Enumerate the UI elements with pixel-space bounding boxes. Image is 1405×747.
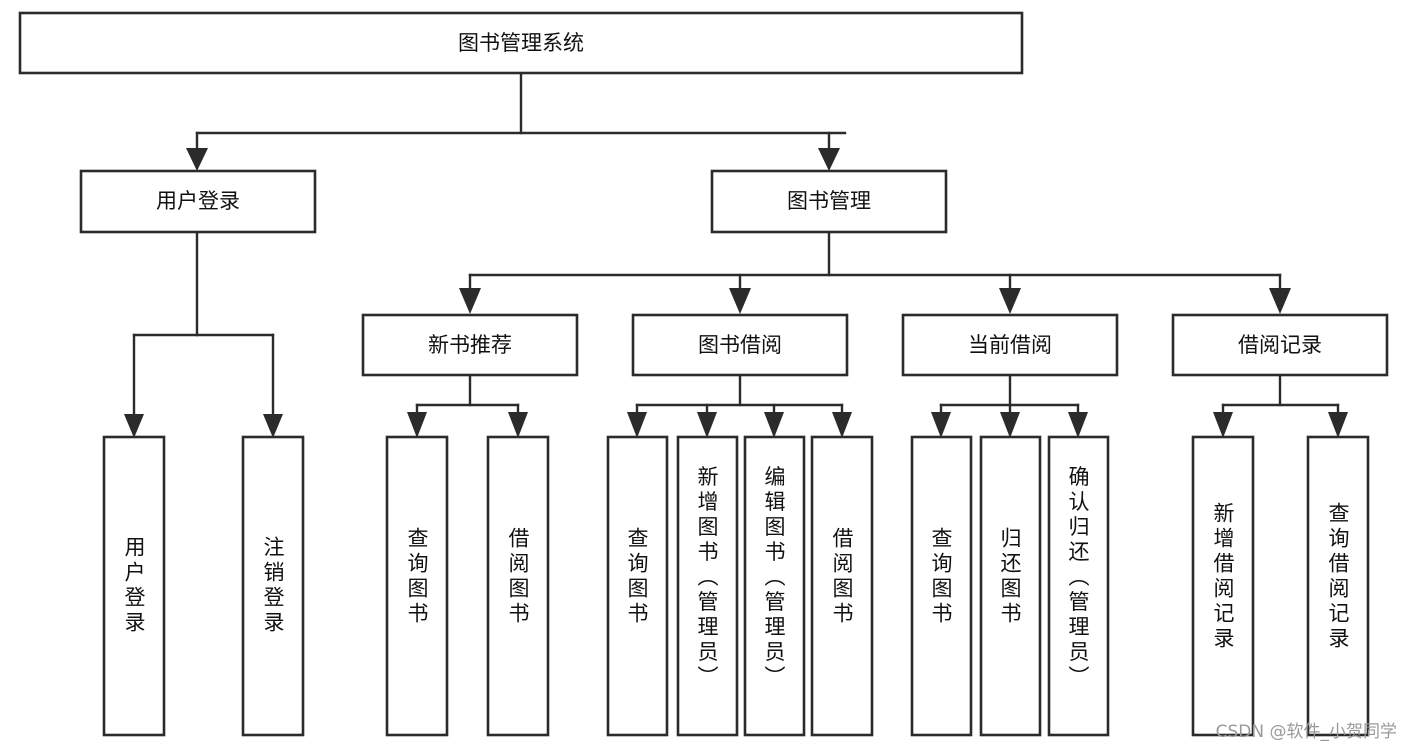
node-leaf-record-add[interactable]: 新增借阅记录	[1191, 435, 1255, 737]
node-leaf-record-query[interactable]: 查询借阅记录	[1306, 435, 1370, 737]
arrowhead-user-login	[186, 148, 208, 171]
arrowhead-borrow-record	[1269, 288, 1291, 314]
arrowhead-new-book-rec	[459, 288, 481, 314]
node-leaf-user-login[interactable]: 用户登录	[102, 435, 166, 737]
node-book-manage[interactable]: 图书管理	[710, 169, 948, 234]
node-borrow-record[interactable]: 借阅记录	[1171, 313, 1389, 377]
node-current-borrow-box[interactable]	[901, 313, 1119, 377]
node-user-login-box[interactable]	[79, 169, 317, 234]
node-leaf-record-query-label: 查询借阅记录	[1326, 502, 1350, 652]
watermark-text: CSDN @软件_小贺同学	[1216, 722, 1397, 742]
node-leaf-rec-borrow-label: 借阅图书	[506, 527, 530, 627]
node-leaf-current-query[interactable]: 查询图书	[910, 435, 973, 737]
node-book-borrow-box[interactable]	[631, 313, 849, 377]
node-leaf-current-confirm-label: 确认归还（管理员）	[1066, 466, 1090, 691]
node-new-book-rec[interactable]: 新书推荐	[361, 313, 579, 377]
node-leaf-borrow-lend-label: 借阅图书	[830, 527, 854, 627]
node-leaf-borrow-lend[interactable]: 借阅图书	[810, 435, 874, 737]
node-leaf-borrow-lend-box[interactable]	[810, 435, 874, 737]
node-book-manage-label: 图书管理	[787, 189, 871, 213]
node-root[interactable]: 图书管理系统	[18, 11, 1024, 75]
node-leaf-borrow-add-box[interactable]	[676, 435, 739, 737]
arrowhead-leaf-record-add	[1213, 412, 1233, 438]
node-leaf-rec-query-box[interactable]	[385, 435, 449, 737]
arrowhead-leaf-record-query	[1328, 412, 1348, 438]
node-leaf-record-add-box[interactable]	[1191, 435, 1255, 737]
node-leaf-record-query-box[interactable]	[1306, 435, 1370, 737]
node-leaf-current-query-label: 查询图书	[929, 527, 953, 627]
arrowhead-current-borrow	[999, 288, 1021, 314]
node-leaf-current-confirm-box[interactable]	[1047, 435, 1110, 737]
node-leaf-record-add-label: 新增借阅记录	[1211, 502, 1235, 652]
arrowhead-leaf-borrow-query	[627, 412, 647, 438]
node-leaf-user-logout[interactable]: 注销登录	[241, 435, 305, 737]
node-leaf-user-logout-label: 注销登录	[261, 536, 285, 636]
node-new-book-rec-box[interactable]	[361, 313, 579, 377]
node-leaf-borrow-add-label: 新增图书（管理员）	[695, 466, 719, 691]
node-leaf-borrow-edit-box[interactable]	[743, 435, 806, 737]
node-leaf-rec-query-label: 查询图书	[405, 527, 429, 627]
arrowhead-leaf-current-return	[1000, 412, 1020, 438]
node-borrow-record-label: 借阅记录	[1238, 333, 1322, 357]
node-leaf-current-query-box[interactable]	[910, 435, 973, 737]
node-leaf-current-confirm[interactable]: 确认归还（管理员）	[1047, 435, 1110, 737]
node-leaf-borrow-query-box[interactable]	[606, 435, 669, 737]
node-leaf-borrow-add[interactable]: 新增图书（管理员）	[676, 435, 739, 737]
arrowhead-book-borrow	[729, 288, 751, 314]
node-leaf-borrow-edit-label: 编辑图书（管理员）	[762, 466, 786, 691]
node-leaf-user-logout-box[interactable]	[241, 435, 305, 737]
node-root-box[interactable]	[18, 11, 1024, 75]
node-book-borrow[interactable]: 图书借阅	[631, 313, 849, 377]
node-user-login[interactable]: 用户登录	[79, 169, 317, 234]
node-leaf-rec-borrow-box[interactable]	[486, 435, 550, 737]
node-borrow-record-box[interactable]	[1171, 313, 1389, 377]
arrowhead-leaf-borrow-add	[697, 412, 717, 438]
node-book-manage-box[interactable]	[710, 169, 948, 234]
node-leaf-borrow-edit[interactable]: 编辑图书（管理员）	[743, 435, 806, 737]
arrowhead-leaf-borrow-lend	[832, 412, 852, 438]
arrowheads-layer	[124, 148, 1348, 438]
node-leaf-user-login-label: 用户登录	[122, 536, 146, 636]
node-leaf-current-return-label: 归还图书	[998, 527, 1022, 627]
arrowhead-leaf-user-login	[124, 414, 144, 438]
arrowhead-leaf-borrow-edit	[764, 412, 784, 438]
node-leaf-rec-query[interactable]: 查询图书	[385, 435, 449, 737]
node-leaf-rec-borrow[interactable]: 借阅图书	[486, 435, 550, 737]
arrowhead-leaf-current-query	[931, 412, 951, 438]
node-leaf-borrow-query-label: 查询图书	[625, 527, 649, 627]
node-current-borrow[interactable]: 当前借阅	[901, 313, 1119, 377]
arrowhead-leaf-rec-query	[407, 412, 427, 438]
arrowhead-leaf-rec-borrow	[508, 412, 528, 438]
arrowhead-book-manage	[818, 148, 840, 171]
node-leaf-current-return-box[interactable]	[979, 435, 1042, 737]
node-leaf-user-login-box[interactable]	[102, 435, 166, 737]
node-leaf-current-return[interactable]: 归还图书	[979, 435, 1042, 737]
arrowhead-leaf-user-logout	[263, 414, 283, 438]
node-root-label: 图书管理系统	[458, 31, 584, 55]
node-book-borrow-label: 图书借阅	[698, 333, 782, 357]
node-new-book-rec-label: 新书推荐	[428, 333, 512, 357]
node-user-login-label: 用户登录	[156, 189, 240, 213]
arrowhead-leaf-current-confirm	[1068, 412, 1088, 438]
node-current-borrow-label: 当前借阅	[968, 333, 1052, 357]
node-leaf-borrow-query[interactable]: 查询图书	[606, 435, 669, 737]
